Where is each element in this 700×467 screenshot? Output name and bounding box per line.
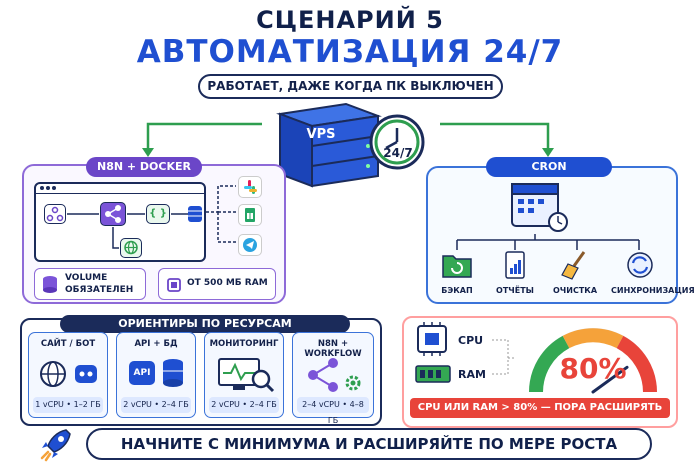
card-spec: 2 vCPU • 2–4 ГБ [209,397,279,413]
n8n-header: N8N + DOCKER [86,157,202,177]
rocket-icon [40,429,71,462]
resources-header: ОРИЕНТИРЫ ПО РЕСУРСАМ [60,315,350,333]
vps-label: VPS [306,127,336,142]
cron-item-label: СИНХРОНИЗАЦИЯ [611,286,695,295]
telegram-icon [238,234,262,256]
alert-banner: CPU ИЛИ RAM > 80% — ПОРА РАСШИРЯТЬ [410,398,670,418]
ram-label: RAM [458,368,486,381]
gauge-value: 80% [559,352,627,385]
scenario-label: СЦЕНАРИЙ 5 [256,6,444,34]
resource-card-api-db: API + БД API 2 vCPU • 2–4 ГБ [116,332,196,418]
resource-card-monitoring: МОНИТОРИНГ 2 vCPU • 2–4 ГБ [204,332,284,418]
resource-card-n8n-workflow: N8N + WORKFLOW 2–4 vCPU • 4–8 ГБ [292,332,374,425]
vps-server-icon [276,102,425,188]
volume-chip: VOLUME ОБЯЗАТЕЛЕН [34,268,146,300]
clock-label: 24/7 [383,146,413,160]
cpu-ram-icons [415,322,516,383]
chip-icon [167,278,181,292]
webhook-node-icon [44,204,66,224]
usage-gauge [529,328,657,394]
globe-node-icon [120,238,142,258]
database-icon [43,276,57,293]
card-title: САЙТ / БОТ [40,339,96,349]
cron-item-sync: СИНХРОНИЗАЦИЯ [611,250,695,295]
card-title: МОНИТОРИНГ [209,339,279,349]
report-icon [505,251,525,279]
api-badge-icon: API [129,361,155,385]
sync-icon [627,252,653,278]
card-title: N8N + WORKFLOW [304,339,362,359]
database-icon [163,359,183,387]
cron-header: CRON [486,157,612,177]
resource-card-site-bot: САЙТ / БОТ 1 vCPU • 1–2 ГБ [28,332,108,418]
monitor-icon [218,358,275,393]
cron-item-reports: ОТЧЁТЫ [489,250,541,295]
page-title: АВТОМАТИЗАЦИЯ 24/7 [136,34,564,70]
subtitle-pill: РАБОТАЕТ, ДАЖЕ КОГДА ПК ВЫКЛЮЧЕН [198,74,503,99]
cron-item-label: БЭКАП [441,286,473,295]
gauge-needle [591,365,629,394]
card-spec: 2–4 vCPU • 4–8 ГБ [297,397,369,425]
workflow-links [67,206,202,249]
cpu-label: CPU [458,334,484,347]
integration-links [206,185,236,243]
split-node-icon [100,202,126,226]
card-spec: 1 vCPU • 1–2 ГБ [33,397,103,413]
cron-item-backup: БЭКАП [431,250,483,295]
slack-icon [238,176,262,198]
cron-tree [456,183,640,250]
cron-item-label: ОТЧЁТЫ [496,286,534,295]
workflow-window: { } [34,182,206,262]
ram-chip: ОТ 500 МБ RAM [158,268,276,300]
cron-item-label: ОЧИСТКА [552,286,598,295]
card-spec: 2 vCPU • 2–4 ГБ [121,397,191,413]
globe-bot-icon [40,361,97,387]
broom-icon [561,251,586,280]
backup-folder-icon [442,255,472,278]
ram-label: ОТ 500 МБ RAM [187,278,268,288]
volume-label: VOLUME ОБЯЗАТЕЛЕН [65,273,134,295]
sheets-icon [238,204,262,226]
workflow-gear-icon [308,358,361,392]
cron-item-cleanup: ОЧИСТКА [549,250,601,295]
footer-banner: НАЧНИТЕ С МИНИМУМА И РАСШИРЯЙТЕ ПО МЕРЕ … [86,428,652,460]
card-title: API + БД [134,339,178,349]
code-node: { } [146,204,170,224]
